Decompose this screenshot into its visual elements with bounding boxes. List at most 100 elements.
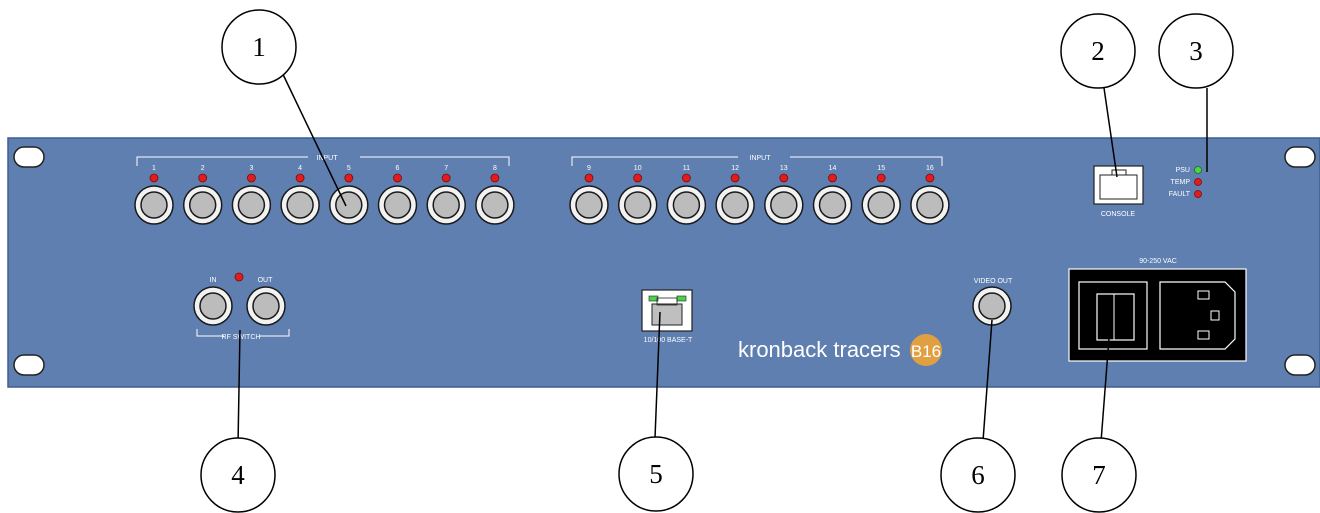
mount-hole-bottom-right: [1284, 354, 1316, 376]
input-number-label: 2: [201, 165, 205, 172]
rf-out-label: OUT: [258, 277, 274, 284]
input-led: [198, 173, 208, 183]
input-connector-inner: [770, 191, 798, 219]
input-connector[interactable]: [764, 185, 804, 225]
input-number-label: 4: [298, 165, 302, 172]
input-connector-inner: [672, 191, 701, 219]
input-led: [441, 173, 451, 183]
iec-pin-top: [1197, 290, 1210, 300]
input-connector[interactable]: [377, 185, 418, 225]
input-led: [490, 173, 500, 183]
console-label: CONSOLE: [1101, 211, 1136, 218]
input-number-label: 5: [347, 165, 351, 172]
input-number-label: 12: [731, 165, 739, 172]
leader-6: [982, 319, 993, 442]
input-connector[interactable]: [910, 185, 950, 225]
input-channel: 10: [617, 165, 658, 225]
iec-inlet-shell: [1159, 281, 1236, 350]
ethernet-socket-key: [656, 297, 678, 306]
power-switch[interactable]: [1078, 281, 1148, 350]
status-label-temp: TEMP: [1171, 179, 1191, 186]
input-number-label: 13: [780, 165, 788, 172]
callout-2-circle: [1060, 13, 1136, 89]
callout-7: 7: [1061, 437, 1137, 513]
input-connector[interactable]: [280, 185, 320, 225]
input-number-label: 7: [444, 165, 448, 172]
video-out: VIDEO OUT: [972, 278, 1013, 326]
temp-led: [1194, 178, 1202, 186]
input-channel: 8: [475, 165, 515, 225]
input-led: [730, 173, 740, 183]
input-connector[interactable]: [569, 185, 609, 225]
rf-switch: IN OUT RF SWITCH: [193, 272, 290, 341]
input-connector[interactable]: [134, 185, 174, 225]
input-connector[interactable]: [426, 185, 466, 225]
callout-4-label: 4: [231, 460, 245, 490]
input-connector[interactable]: [231, 185, 272, 225]
callout-5-label: 5: [649, 459, 663, 489]
rf-out-connector-inner: [252, 292, 280, 320]
callout-1-circle: [221, 9, 297, 85]
console-port-tab: [1111, 169, 1127, 176]
ethernet-led-right: [676, 295, 687, 302]
brand-text: kronback tracers: [738, 337, 901, 362]
input-number-label: 3: [249, 165, 253, 172]
callout-leaders: [237, 65, 1208, 446]
rf-out-connector[interactable]: [246, 286, 286, 326]
input-connector[interactable]: [617, 185, 658, 225]
ethernet-led-left: [648, 295, 659, 302]
input-connector-inner: [575, 191, 603, 219]
input-led: [876, 173, 886, 183]
input-group-1: INPUT 1 2 3 4 5 6 7 8: [134, 155, 515, 225]
ethernet-label: 10/100 BASE-T: [644, 337, 693, 344]
input-channel: 16: [910, 165, 950, 225]
fault-led: [1194, 190, 1202, 198]
input-channel: 15: [861, 165, 901, 225]
input-connector[interactable]: [182, 185, 223, 225]
input-connector-inner: [481, 191, 509, 219]
callout-3-label: 3: [1189, 36, 1203, 66]
input-channel: 6: [377, 165, 418, 225]
input-number-label: 6: [396, 165, 400, 172]
leader-2: [1103, 87, 1118, 178]
input-connector[interactable]: [666, 185, 707, 225]
input-led: [295, 173, 305, 183]
input-led: [682, 173, 691, 183]
callout-2: 2: [1060, 13, 1136, 89]
callout-4-circle: [200, 437, 276, 513]
input-led: [246, 173, 256, 183]
rf-switch-label: RF SWITCH: [222, 334, 261, 341]
callout-6-label: 6: [971, 460, 985, 490]
input-number-label: 1: [152, 165, 156, 172]
input-bracket-2: [571, 156, 943, 166]
input-connector-inner: [140, 191, 168, 219]
input-led: [149, 173, 159, 183]
input-connector-inner: [188, 191, 217, 219]
console-port[interactable]: CONSOLE: [1093, 165, 1144, 218]
brand-logo: kronback tracers B16: [738, 334, 942, 366]
callout-4: 4: [200, 437, 276, 513]
input-number-label: 8: [493, 165, 497, 172]
input-connector-inner: [916, 191, 944, 219]
input-connector[interactable]: [475, 185, 515, 225]
input-led: [584, 173, 594, 183]
input-group-1-label: INPUT: [317, 155, 339, 162]
rf-switch-led: [234, 272, 244, 282]
iec-inlet[interactable]: [1159, 281, 1236, 350]
input-connector[interactable]: [861, 185, 901, 225]
video-out-connector[interactable]: [972, 286, 1012, 326]
rf-in-connector[interactable]: [193, 286, 233, 326]
input-connector[interactable]: [715, 185, 755, 225]
input-connector[interactable]: [812, 185, 853, 225]
input-connector[interactable]: [329, 185, 369, 225]
video-out-label: VIDEO OUT: [974, 278, 1013, 285]
status-label-fault: FAULT: [1169, 191, 1191, 198]
iec-pin-middle: [1210, 310, 1220, 321]
callout-7-circle: [1061, 437, 1137, 513]
input-connector-inner: [237, 191, 266, 219]
status-leds: PSU TEMP FAULT: [1169, 166, 1202, 198]
callout-7-label: 7: [1092, 460, 1106, 490]
leader-7: [1100, 324, 1111, 443]
